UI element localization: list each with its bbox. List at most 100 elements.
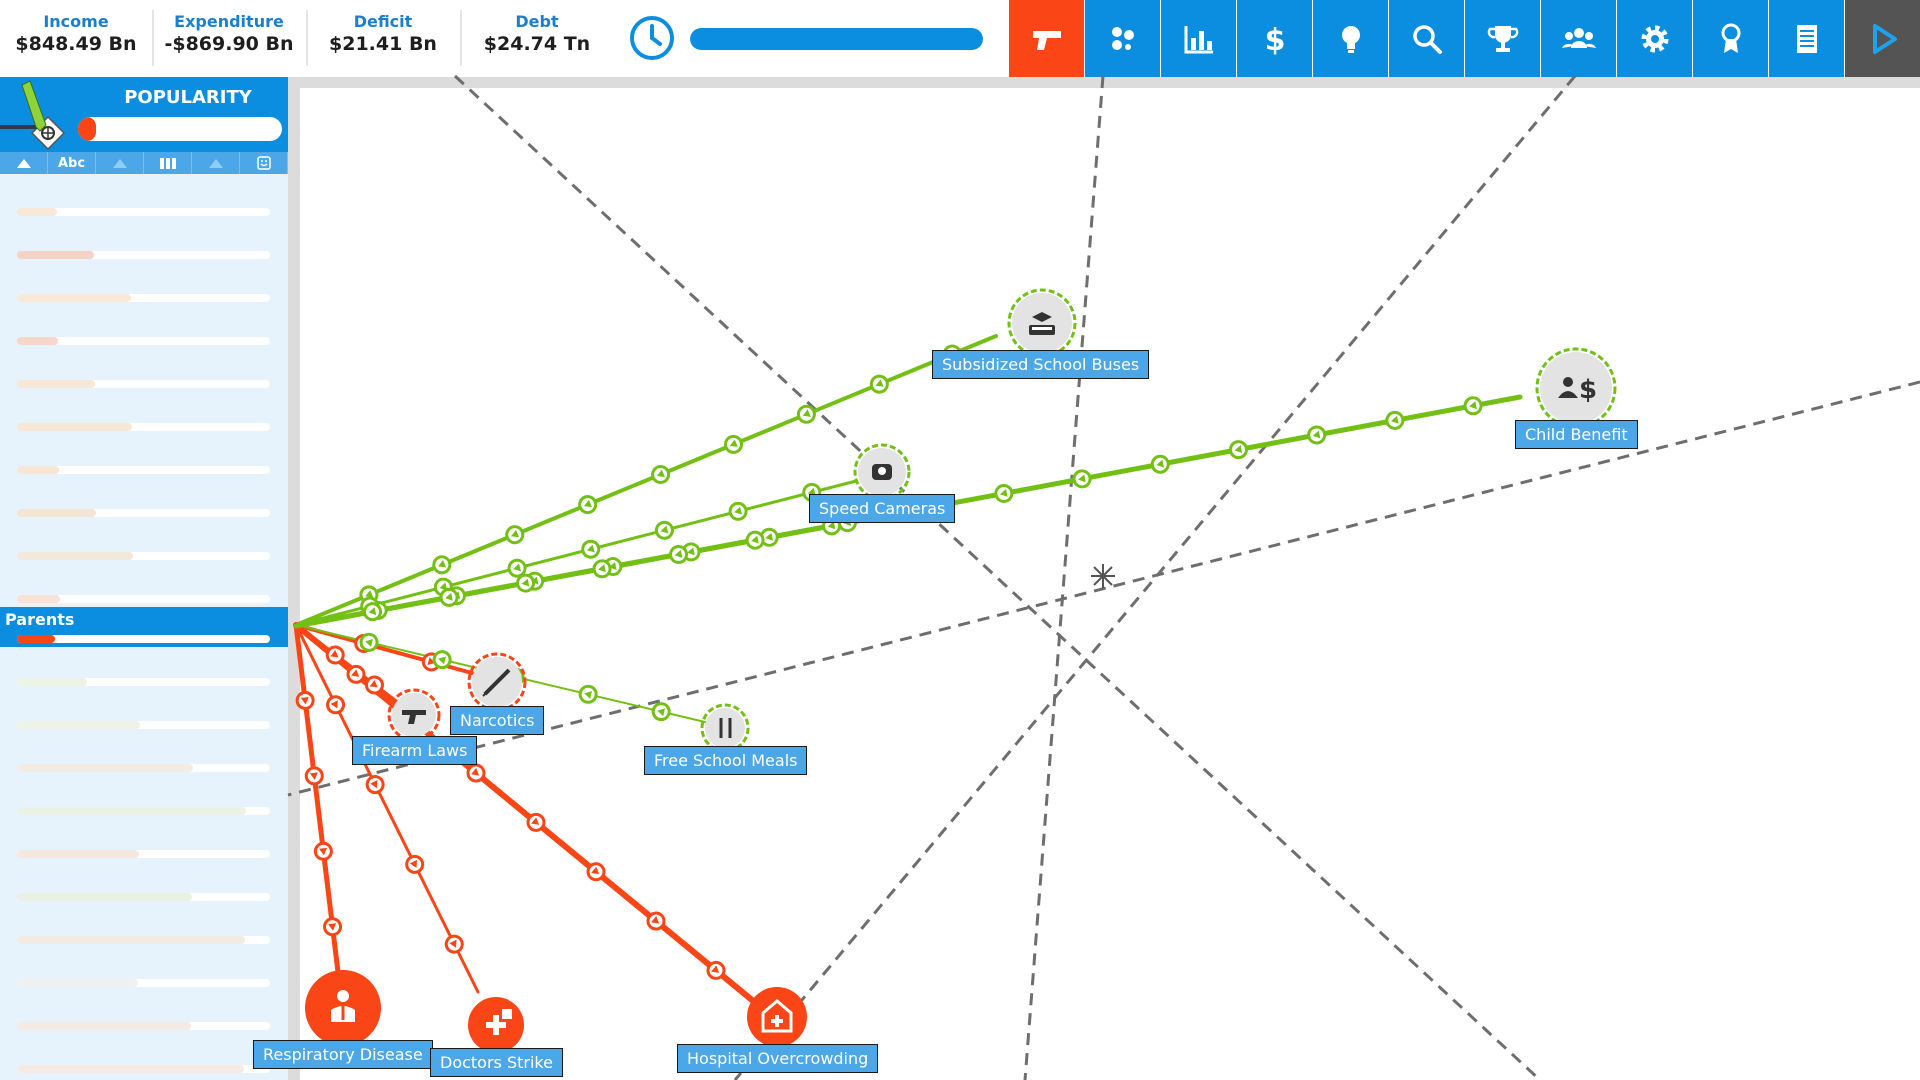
flow-arrow <box>724 434 743 454</box>
search-button[interactable] <box>1389 0 1464 77</box>
voter-group-bar <box>17 466 270 474</box>
play-icon <box>1872 23 1897 54</box>
policy-label-narcotics[interactable]: Narcotics <box>450 706 545 735</box>
voter-group-row[interactable] <box>0 650 288 690</box>
voter-group-row[interactable] <box>0 438 288 478</box>
public-services-button[interactable] <box>1085 0 1160 77</box>
voter-group-bar-fill <box>17 380 95 388</box>
income-stat[interactable]: Income $848.49 Bn <box>0 0 152 77</box>
flow-arrow <box>359 632 379 652</box>
voter-group-bar-fill <box>17 423 132 431</box>
voter-group-bar-fill <box>17 678 87 686</box>
reports-button[interactable] <box>1769 0 1844 77</box>
effect-link <box>294 623 480 994</box>
policy-label-child[interactable]: Child Benefit <box>1515 420 1638 449</box>
next-turn-button[interactable] <box>1845 0 1920 77</box>
voter-group-row[interactable] <box>0 736 288 776</box>
popularity-header: POPULARITY <box>0 77 288 152</box>
voter-group-row[interactable] <box>0 908 288 948</box>
finance-button[interactable]: $ <box>1237 0 1312 77</box>
flow-arrow <box>439 587 459 607</box>
policy-label-firearm[interactable]: Firearm Laws <box>352 736 478 765</box>
voter-group-row[interactable] <box>0 524 288 564</box>
flow-arrow <box>364 675 384 695</box>
voter-group-row[interactable] <box>0 994 288 1034</box>
voter-group-row[interactable] <box>0 223 288 263</box>
voters-button[interactable] <box>1541 0 1616 77</box>
voter-group-row[interactable] <box>0 779 288 819</box>
flow-arrow <box>1228 440 1248 460</box>
flow-arrow <box>304 766 324 786</box>
voter-group-row[interactable] <box>0 395 288 435</box>
policy-label-doctors[interactable]: Doctors Strike <box>430 1048 563 1077</box>
sort-tab-size[interactable] <box>144 152 192 174</box>
flow-arrow <box>365 775 385 795</box>
flow-arrow <box>507 558 527 578</box>
voter-group-row[interactable] <box>0 309 288 349</box>
voter-group-bar <box>17 208 270 216</box>
flow-arrow <box>706 960 726 980</box>
pencil-icon[interactable] <box>0 79 80 151</box>
sort-tab-up[interactable] <box>192 152 240 174</box>
sort-tab-alpha[interactable]: Abc <box>48 152 96 174</box>
voter-group-bar-fill <box>17 850 139 858</box>
deficit-value: $21.41 Bn <box>329 33 437 55</box>
voter-group-row[interactable] <box>0 693 288 733</box>
voter-group-bar-fill <box>17 936 245 944</box>
policy-label-meals[interactable]: Free School Meals <box>644 746 808 775</box>
voter-group-row[interactable] <box>0 481 288 521</box>
voter-group-row[interactable] <box>0 567 288 607</box>
achievements-button[interactable] <box>1465 0 1540 77</box>
flow-arrow <box>728 501 748 521</box>
voter-group-row[interactable] <box>0 822 288 862</box>
divider <box>306 10 308 66</box>
expenditure-stat[interactable]: Expenditure -$869.90 Bn <box>153 0 305 77</box>
sort-tab-up[interactable] <box>0 152 48 174</box>
flow-arrow <box>405 854 425 874</box>
voter-group-row[interactable] <box>0 180 288 220</box>
voter-group-row[interactable] <box>0 352 288 392</box>
awards-button[interactable] <box>1693 0 1768 77</box>
policy-label-hospital[interactable]: Hospital Overcrowding <box>677 1044 879 1073</box>
voter-group-bar <box>17 552 270 560</box>
debt-stat[interactable]: Debt $24.74 Tn <box>461 0 613 77</box>
lungs-icon[interactable] <box>305 970 381 1046</box>
people-icon <box>1561 27 1596 48</box>
popularity-bar <box>78 117 282 141</box>
effect-link <box>293 622 341 975</box>
voter-group-row[interactable] <box>0 1037 288 1077</box>
bar-chart-icon <box>1184 25 1213 53</box>
voter-group-bar <box>17 294 270 302</box>
cutlery-icon[interactable] <box>700 703 750 753</box>
pistol-icon[interactable] <box>387 688 441 742</box>
law-order-button[interactable] <box>1009 0 1084 77</box>
policy-label-buses[interactable]: Subsidized School Buses <box>932 350 1150 379</box>
voter-group-bar-fill <box>17 979 138 987</box>
voter-group-bar-fill <box>17 466 59 474</box>
speed-camera-icon[interactable] <box>853 443 911 501</box>
deficit-stat[interactable]: Deficit $21.41 Bn <box>307 0 459 77</box>
flow-arrow <box>586 862 606 882</box>
voter-group-row[interactable] <box>0 865 288 905</box>
voter-group-bar <box>17 251 270 259</box>
debt-label: Debt <box>515 12 559 31</box>
economy-button[interactable] <box>1161 0 1236 77</box>
sort-tab-happiness[interactable] <box>240 152 288 174</box>
medical-strike-icon[interactable] <box>468 997 524 1053</box>
voter-group-row[interactable] <box>0 266 288 306</box>
child-benefit-icon[interactable]: $ <box>1535 347 1617 429</box>
policy-label-speed[interactable]: Speed Cameras <box>809 494 956 523</box>
flow-arrow <box>994 483 1014 503</box>
policy-label-resp[interactable]: Respiratory Disease <box>253 1040 433 1069</box>
settings-button[interactable] <box>1617 0 1692 77</box>
voter-group-parents[interactable]: Parents <box>0 607 288 647</box>
voter-group-row[interactable] <box>0 951 288 991</box>
sort-tab-up[interactable] <box>96 152 144 174</box>
school-bus-icon[interactable] <box>1007 288 1077 358</box>
hospital-icon[interactable] <box>747 987 807 1047</box>
income-value: $848.49 Bn <box>15 33 137 55</box>
effect-link <box>294 479 858 627</box>
ideas-button[interactable] <box>1313 0 1388 77</box>
syringe-icon[interactable] <box>467 652 527 712</box>
voter-group-bar <box>17 337 270 345</box>
